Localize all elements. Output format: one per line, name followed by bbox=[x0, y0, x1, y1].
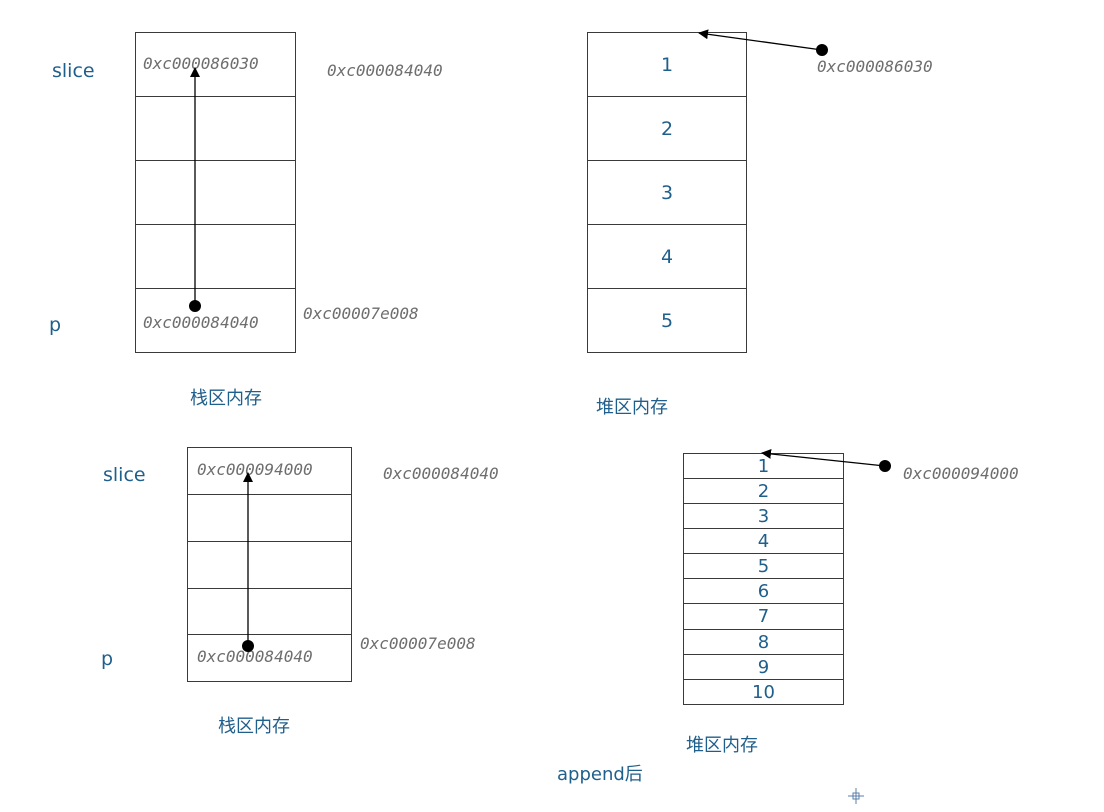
top-heap-cell: 5 bbox=[588, 289, 746, 352]
top-heap-cell: 1 bbox=[588, 33, 746, 97]
bottom-heap-cell: 7 bbox=[684, 604, 843, 630]
bottom-heap-cell: 8 bbox=[684, 630, 843, 655]
bottom-stack-cell-slice bbox=[188, 448, 351, 495]
bottom-heap-cell: 1 bbox=[684, 454, 843, 479]
append-note: append后 bbox=[557, 764, 643, 785]
top-stack-box bbox=[135, 32, 296, 353]
bottom-heap-cell-value: 5 bbox=[757, 555, 770, 577]
bottom-heap-cell-value: 6 bbox=[757, 580, 770, 602]
top-heap-cell-value: 1 bbox=[660, 53, 674, 76]
top-heap-cell-value: 4 bbox=[660, 245, 674, 268]
top-p-cell-value: 0xc000084040 bbox=[143, 313, 259, 332]
bottom-heap-cell: 9 bbox=[684, 655, 843, 680]
top-stack-cell-slice bbox=[136, 33, 295, 97]
top-stack-caption: 栈区内存 bbox=[190, 388, 262, 409]
bottom-heap-caption: 堆区内存 bbox=[686, 735, 758, 756]
bottom-heap-cell: 2 bbox=[684, 479, 843, 504]
bottom-heap-cell-value: 8 bbox=[757, 631, 770, 653]
top-heap-caption: 堆区内存 bbox=[596, 397, 668, 418]
bottom-heap-cell: 10 bbox=[684, 680, 843, 704]
top-slice-address: 0xc000084040 bbox=[327, 61, 443, 80]
bottom-heap-cell: 6 bbox=[684, 579, 843, 604]
bottom-stack-caption: 栈区内存 bbox=[218, 716, 290, 737]
bottom-p-cell-value: 0xc000084040 bbox=[197, 647, 313, 666]
top-p-address: 0xc00007e008 bbox=[303, 304, 419, 323]
bottom-stack-cell bbox=[188, 495, 351, 542]
bottom-heap-pointer-address: 0xc000094000 bbox=[903, 464, 1019, 483]
top-slice-label: slice bbox=[52, 60, 95, 82]
top-slice-cell-value: 0xc000086030 bbox=[143, 54, 259, 73]
top-heap-cell-value: 2 bbox=[660, 117, 674, 140]
bottom-slice-label: slice bbox=[103, 464, 146, 486]
top-heap-pointer-address: 0xc000086030 bbox=[817, 57, 933, 76]
bottom-heap-cell-value: 10 bbox=[752, 681, 775, 703]
top-heap-cell: 2 bbox=[588, 97, 746, 161]
bottom-heap-cell-value: 9 bbox=[757, 656, 770, 678]
bottom-stack-box bbox=[187, 447, 352, 682]
top-heap-box: 1 2 3 4 5 bbox=[587, 32, 747, 353]
bottom-heap-cell: 4 bbox=[684, 529, 843, 554]
top-heap-cell: 4 bbox=[588, 225, 746, 289]
bottom-p-address: 0xc00007e008 bbox=[360, 634, 476, 653]
bottom-heap-box: 1 2 3 4 5 6 7 8 9 10 bbox=[683, 453, 844, 705]
top-stack-cell bbox=[136, 225, 295, 289]
bottom-p-label: p bbox=[101, 648, 114, 670]
bottom-slice-address: 0xc000084040 bbox=[383, 464, 499, 483]
bottom-heap-cell-value: 1 bbox=[757, 455, 770, 477]
bottom-heap-cell: 3 bbox=[684, 504, 843, 529]
bottom-slice-cell-value: 0xc000094000 bbox=[197, 460, 313, 479]
top-stack-cell bbox=[136, 161, 295, 225]
top-heap-cell-value: 5 bbox=[660, 309, 674, 332]
bottom-heap-cell-value: 4 bbox=[757, 530, 770, 552]
bottom-heap-cell-value: 7 bbox=[757, 606, 770, 627]
top-p-label: p bbox=[49, 314, 62, 336]
bottom-stack-cell bbox=[188, 589, 351, 635]
top-heap-cell-value: 3 bbox=[660, 181, 674, 204]
bottom-heap-cell: 5 bbox=[684, 554, 843, 579]
bottom-stack-cell bbox=[188, 542, 351, 589]
bottom-heap-cell-value: 2 bbox=[757, 480, 770, 502]
top-stack-cell bbox=[136, 97, 295, 161]
crosshair-cursor-icon bbox=[848, 788, 864, 804]
top-heap-cell: 3 bbox=[588, 161, 746, 225]
bottom-heap-cell-value: 3 bbox=[757, 505, 770, 527]
